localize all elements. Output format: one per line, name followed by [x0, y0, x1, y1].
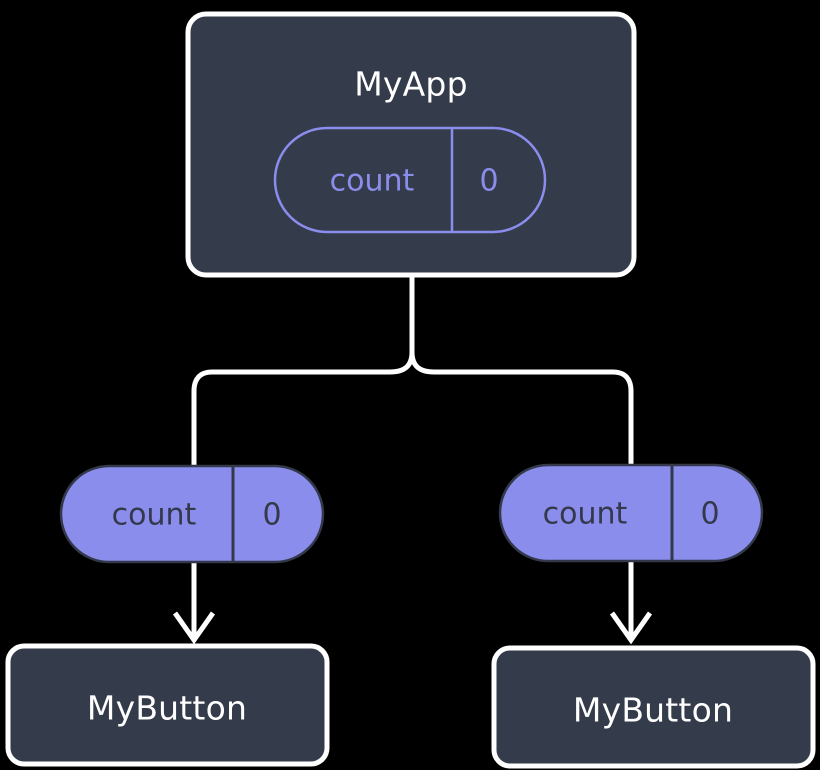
node-mybutton-box-0[interactable] — [5, 643, 330, 767]
state-pill-child-1[interactable] — [498, 463, 764, 563]
arrow-head-left-icon — [172, 611, 216, 645]
arrow-head-right-icon — [609, 611, 653, 645]
state-pill-root[interactable] — [273, 126, 547, 234]
node-mybutton-box-1[interactable] — [491, 645, 816, 769]
state-pill-child-0[interactable] — [59, 464, 325, 564]
node-myapp-box[interactable] — [185, 11, 637, 278]
connector-fork-left — [191, 349, 415, 469]
connector-fork-right — [409, 349, 634, 469]
